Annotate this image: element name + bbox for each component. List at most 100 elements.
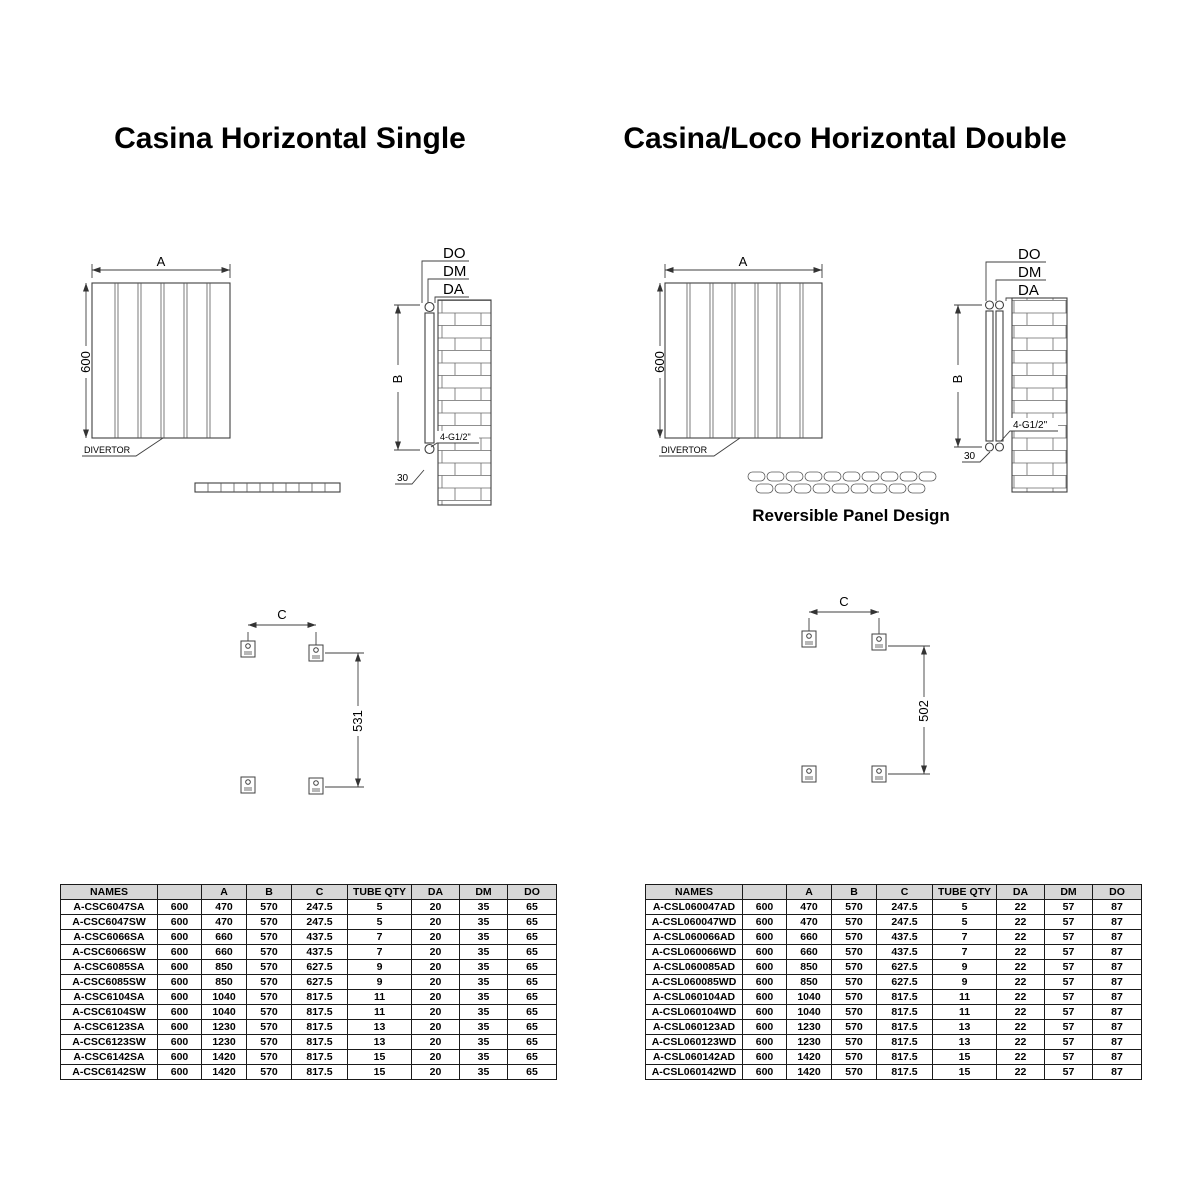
column-header: DM	[1044, 884, 1093, 900]
dim-height-label: 600	[652, 351, 667, 373]
model-name-cell: A-CSC6142SA	[60, 1049, 158, 1065]
dim-b-label: B	[950, 375, 965, 384]
model-name-cell: A-CSL060085WD	[645, 974, 743, 990]
collector-tube-front	[985, 310, 994, 442]
value-cell: 35	[459, 1019, 508, 1035]
value-cell: 600	[742, 1034, 787, 1050]
value-cell: 570	[831, 1004, 877, 1020]
column-header: B	[831, 884, 877, 900]
value-cell: 57	[1044, 914, 1093, 930]
value-cell: 570	[831, 1034, 877, 1050]
dim-bracket-height-label: 502	[916, 700, 931, 722]
model-name-cell: A-CSL060047AD	[645, 899, 743, 915]
dim-depth-label: 30	[964, 451, 976, 462]
value-cell: 22	[996, 959, 1045, 975]
value-cell: 570	[831, 1019, 877, 1035]
value-cell: 35	[459, 944, 508, 960]
value-cell: 817.5	[876, 1049, 933, 1065]
value-cell: 87	[1092, 1004, 1142, 1020]
value-cell: 22	[996, 974, 1045, 990]
single-bracket-layout: C 531	[240, 607, 365, 795]
value-cell: 850	[201, 959, 247, 975]
value-cell: 22	[996, 1049, 1045, 1065]
column-header: DA	[996, 884, 1045, 900]
value-cell: 600	[157, 1004, 202, 1020]
value-cell: 57	[1044, 974, 1093, 990]
value-cell: 627.5	[291, 974, 348, 990]
mounting-bracket	[308, 644, 324, 662]
value-cell: 57	[1044, 944, 1093, 960]
value-cell: 57	[1044, 1019, 1093, 1035]
panel-divider-lines	[686, 283, 804, 438]
value-cell: 1230	[201, 1019, 247, 1035]
value-cell: 600	[157, 989, 202, 1005]
bottom-fitting	[994, 442, 1005, 452]
model-name-cell: A-CSL060066AD	[645, 929, 743, 945]
value-cell: 20	[411, 1064, 460, 1080]
value-cell: 20	[411, 974, 460, 990]
column-header: TUBE QTY	[347, 884, 412, 900]
dim-a: A	[664, 254, 823, 278]
model-name-cell: A-CSL060123AD	[645, 1019, 743, 1035]
value-cell: 20	[411, 1034, 460, 1050]
collector-tube-rear	[995, 310, 1004, 442]
value-cell: 22	[996, 989, 1045, 1005]
value-cell: 13	[347, 1034, 412, 1050]
value-cell: 437.5	[291, 929, 348, 945]
value-cell: 600	[742, 1049, 787, 1065]
model-name-cell: A-CSL060142AD	[645, 1049, 743, 1065]
value-cell: 660	[201, 944, 247, 960]
value-cell: 1420	[201, 1064, 247, 1080]
value-cell: 87	[1092, 1019, 1142, 1035]
column-header: A	[786, 884, 832, 900]
column-header: NAMES	[645, 884, 743, 900]
reversible-panel-row-top	[747, 471, 937, 482]
radiator-front-outline	[664, 282, 823, 439]
divertor-label: DIVERTOR	[661, 445, 708, 455]
value-cell: 22	[996, 1034, 1045, 1050]
model-name-cell: A-CSC6123SA	[60, 1019, 158, 1035]
value-cell: 57	[1044, 899, 1093, 915]
value-cell: 20	[411, 944, 460, 960]
dim-bracket-height: 531	[325, 653, 365, 787]
value-cell: 570	[246, 929, 292, 945]
value-cell: 850	[786, 974, 832, 990]
value-cell: 35	[459, 1064, 508, 1080]
value-cell: 437.5	[876, 944, 933, 960]
value-cell: 13	[932, 1034, 997, 1050]
value-cell: 15	[347, 1064, 412, 1080]
value-cell: 570	[246, 974, 292, 990]
value-cell: 87	[1092, 899, 1142, 915]
column-header: C	[876, 884, 933, 900]
value-cell: 570	[246, 1064, 292, 1080]
thread-label: 4-G1/2"	[440, 432, 471, 442]
value-cell: 600	[157, 1019, 202, 1035]
mounting-bracket	[308, 777, 324, 795]
single-title: Casina Horizontal Single	[114, 122, 466, 155]
value-cell: 20	[411, 1019, 460, 1035]
value-cell: 817.5	[876, 1004, 933, 1020]
value-cell: 87	[1092, 959, 1142, 975]
top-fitting	[984, 300, 995, 310]
value-cell: 600	[157, 1049, 202, 1065]
value-cell: 35	[459, 1004, 508, 1020]
side-profile	[1011, 297, 1068, 493]
mounting-bracket	[240, 776, 256, 794]
model-name-cell: A-CSC6085SA	[60, 959, 158, 975]
value-cell: 1230	[786, 1019, 832, 1035]
double-top-view	[747, 471, 937, 494]
value-cell: 22	[996, 929, 1045, 945]
